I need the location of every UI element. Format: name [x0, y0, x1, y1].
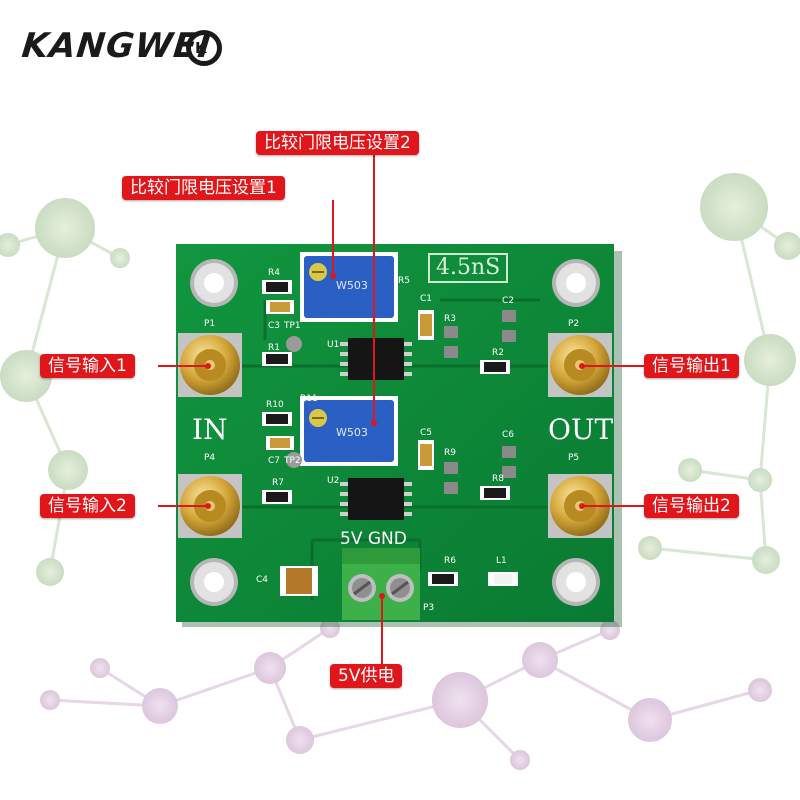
- silk-r7: R7: [272, 478, 284, 488]
- silk-u1: U1: [327, 340, 340, 350]
- silk-p5: P5: [568, 453, 580, 463]
- mount-hole-bottom-right: [552, 558, 600, 606]
- comparator-ic-u2: [340, 478, 412, 520]
- silk-p2: P2: [568, 319, 580, 329]
- trimmer-pot-1: [300, 252, 398, 322]
- smd-components: [262, 280, 518, 596]
- mount-hole-bottom-left: [190, 558, 238, 606]
- silk-r10: R10: [266, 400, 284, 410]
- silk-tp2: TP2: [284, 456, 301, 466]
- callout-leaders: [158, 155, 644, 664]
- silk-r2: R2: [492, 348, 504, 358]
- mount-hole-top-right: [552, 259, 600, 307]
- in-label: IN: [192, 413, 228, 446]
- silk-tp1: TP1: [284, 321, 301, 331]
- mount-hole-top-left: [190, 259, 238, 307]
- silk-r5: R5: [398, 276, 410, 286]
- brand-mark-icon: K: [186, 30, 222, 66]
- silk-c1: C1: [420, 294, 433, 304]
- silk-c7: C7: [268, 456, 281, 466]
- silk-p4: P4: [204, 453, 216, 463]
- silk-r8: R8: [492, 474, 504, 484]
- callout-signal-input-1: 信号输入1: [40, 354, 135, 378]
- brand-logo: KANGWEI: [19, 26, 214, 66]
- silk-p3: P3: [423, 603, 435, 613]
- silk-r3: R3: [444, 314, 456, 324]
- trimmer-marking-2: W503: [336, 426, 368, 439]
- power-silk-label: 5V GND: [340, 529, 407, 549]
- comparator-ic-u1: [340, 338, 412, 380]
- silk-l1: L1: [496, 556, 507, 566]
- callout-signal-output-1: 信号输出1: [644, 354, 739, 378]
- silk-c3: C3: [268, 321, 281, 331]
- silk-r11: R11: [300, 394, 318, 404]
- speed-label: 4.5nS: [428, 253, 509, 283]
- callout-power-supply: 5V供电: [330, 664, 403, 688]
- silk-p1: P1: [204, 319, 216, 329]
- callout-signal-input-2: 信号输入2: [40, 494, 135, 518]
- callout-threshold-1: 比较门限电压设置1: [122, 176, 285, 200]
- silk-r9: R9: [444, 448, 456, 458]
- silk-c2: C2: [502, 296, 515, 306]
- callout-signal-output-2: 信号输出2: [644, 494, 739, 518]
- silk-c4: C4: [256, 575, 269, 585]
- silk-r4: R4: [268, 268, 280, 278]
- trimmer-pot-2: [300, 396, 398, 466]
- silk-c6: C6: [502, 430, 515, 440]
- out-label: OUT: [548, 413, 614, 446]
- trimmer-marking-1: W503: [336, 279, 368, 292]
- silk-r1: R1: [268, 343, 280, 353]
- silk-c5: C5: [420, 428, 433, 438]
- silk-r6: R6: [444, 556, 456, 566]
- callout-threshold-2: 比较门限电压设置2: [256, 131, 419, 155]
- silk-u2: U2: [327, 476, 340, 486]
